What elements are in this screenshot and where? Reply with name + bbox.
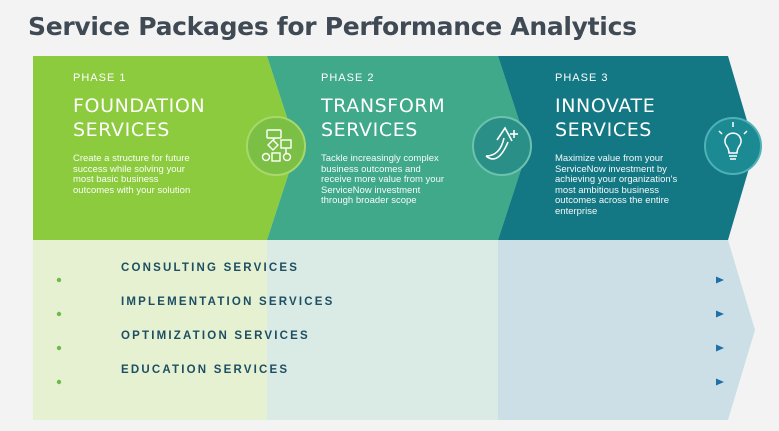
phase2-desc-line: Tackle increasingly complex <box>321 153 439 164</box>
phase3-title-line1: INNOVATE <box>555 95 656 117</box>
service-arrow-education <box>56 378 724 386</box>
phase1-title: FOUNDATION SERVICES <box>73 94 253 142</box>
phase1-title-line1: FOUNDATION <box>73 95 206 117</box>
phase1-content: PHASE 1 FOUNDATION SERVICES Create a str… <box>73 72 253 196</box>
band-phase2 <box>267 240 498 420</box>
phase2-title: TRANSFORM SERVICES <box>321 94 491 142</box>
phase2-desc-line: through broader scope <box>321 195 417 206</box>
lightbulb-icon <box>718 122 748 160</box>
phase-chevrons <box>33 56 755 240</box>
phase3-desc-line: achieving your organization's <box>555 174 678 185</box>
service-arrows <box>56 276 724 386</box>
service-label-implementation: IMPLEMENTATION SERVICES <box>121 296 335 308</box>
phase3-description: Maximize value from your ServiceNow inve… <box>555 153 720 217</box>
service-label-education: EDUCATION SERVICES <box>121 364 290 376</box>
phase2-desc-line: ServiceNow investment <box>321 184 421 196</box>
phase2-chevron <box>267 56 528 240</box>
phase1-icon-badge <box>246 116 306 176</box>
band-phase3 <box>498 240 755 420</box>
phase1-desc-line: Create a structure for future <box>73 153 190 164</box>
phase3-chevron <box>498 56 755 240</box>
phase3-desc-line: ServiceNow investment by <box>555 163 667 175</box>
phase2-description: Tackle increasingly complex business out… <box>321 153 491 207</box>
phase1-desc-line: success while solving your <box>73 163 185 175</box>
service-label-optimization: OPTIMIZATION SERVICES <box>121 330 310 342</box>
page-title: Service Packages for Performance Analyti… <box>28 12 637 41</box>
phase3-label: PHASE 3 <box>555 72 609 84</box>
phase1-description: Create a structure for future success wh… <box>73 153 253 196</box>
workflow-icon <box>261 129 292 162</box>
phase1-title-line2: SERVICES <box>73 119 170 141</box>
phase2-content: PHASE 2 TRANSFORM SERVICES Tackle increa… <box>321 72 491 207</box>
phase2-label: PHASE 2 <box>321 72 375 84</box>
phase3-desc-line: enterprise <box>555 205 598 217</box>
service-arrow-consulting <box>56 276 724 284</box>
phase2-desc-line: receive more value from your <box>321 174 445 185</box>
phase1-label: PHASE 1 <box>73 72 127 84</box>
phase3-title-line2: SERVICES <box>555 119 652 141</box>
phase3-desc-line: outcomes across the entire <box>555 195 670 206</box>
phase3-title: INNOVATE SERVICES <box>555 94 720 142</box>
phase2-desc-line: business outcomes and <box>321 163 421 175</box>
phase3-content: PHASE 3 INNOVATE SERVICES Maximize value… <box>555 72 720 217</box>
growth-arrow-icon <box>485 126 518 160</box>
phase1-chevron <box>33 56 297 240</box>
service-label-consulting: CONSULTING SERVICES <box>121 262 300 274</box>
phase3-desc-line: Maximize value from your <box>555 153 664 164</box>
phase1-desc-line: outcomes with your solution <box>73 184 191 196</box>
services-band <box>33 240 755 420</box>
band-phase1 <box>33 240 267 420</box>
phase2-title-line1: TRANSFORM <box>321 95 446 117</box>
phase2-icon-badge <box>472 116 532 176</box>
service-arrow-optimization <box>56 344 724 352</box>
service-arrow-implementation <box>56 310 724 318</box>
phase2-title-line2: SERVICES <box>321 119 418 141</box>
phase3-icon-badge <box>704 117 762 175</box>
phase1-desc-line: most basic business <box>73 174 159 185</box>
phase3-desc-line: most ambitious business <box>555 184 660 196</box>
